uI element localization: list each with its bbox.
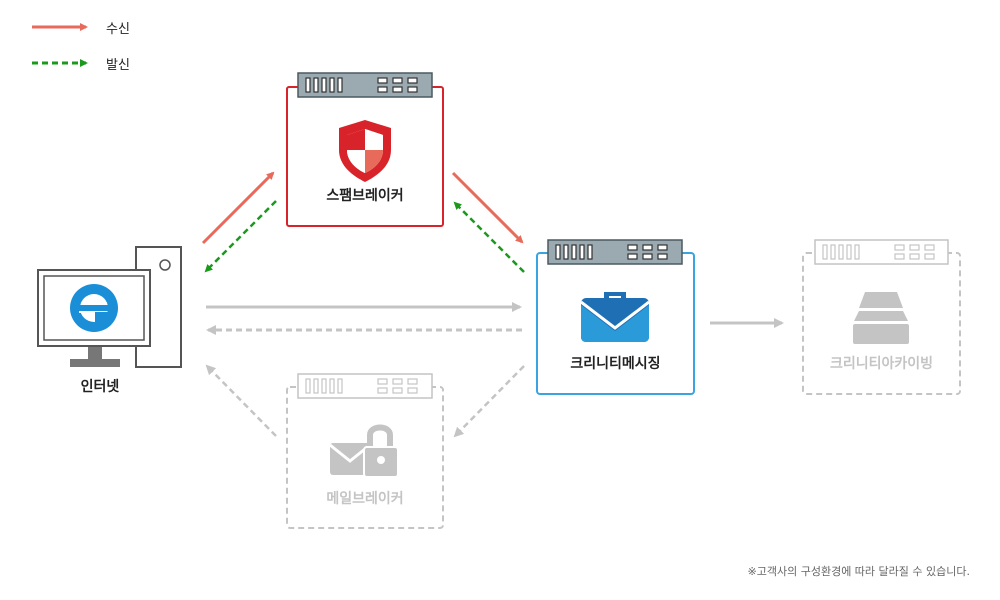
legend-outgoing-label: 발신 (106, 58, 130, 73)
arrow-spambreaker-to-messaging (451, 171, 524, 244)
footnote: ※고객사의 구성환경에 따라 달라질 수 있습니다. (747, 565, 970, 578)
crinity-archiving-label: 크리니티아카이빙 (829, 356, 934, 372)
mail-lock-icon (329, 424, 399, 478)
messaging-server-bar (547, 239, 683, 265)
arrow-mailbreaker-to-internet-inactive (205, 364, 277, 437)
internet-label: 인터넷 (80, 379, 120, 395)
spambreaker-label: 스팸브레이커 (326, 188, 404, 204)
shield-icon (339, 120, 391, 182)
legend-incoming-label: 수신 (106, 22, 130, 37)
spambreaker-server-bar (297, 72, 433, 98)
arrow-messaging-to-mailbreaker-inactive (453, 365, 525, 438)
arrow-internet-to-spambreaker (201, 171, 275, 245)
mailbreaker-label: 메일브레이커 (326, 491, 404, 507)
arrow-messaging-to-spambreaker (453, 201, 525, 273)
archiving-server-bar (814, 239, 949, 265)
crinity-messaging-label: 크리니티메시징 (570, 356, 661, 372)
archive-drive-icon (853, 292, 909, 344)
mail-briefcase-icon (580, 292, 650, 342)
computer-icon (37, 246, 182, 368)
internet-explorer-icon (70, 284, 118, 332)
arrow-spambreaker-to-internet (204, 200, 277, 273)
mailbreaker-server-bar (297, 373, 433, 399)
